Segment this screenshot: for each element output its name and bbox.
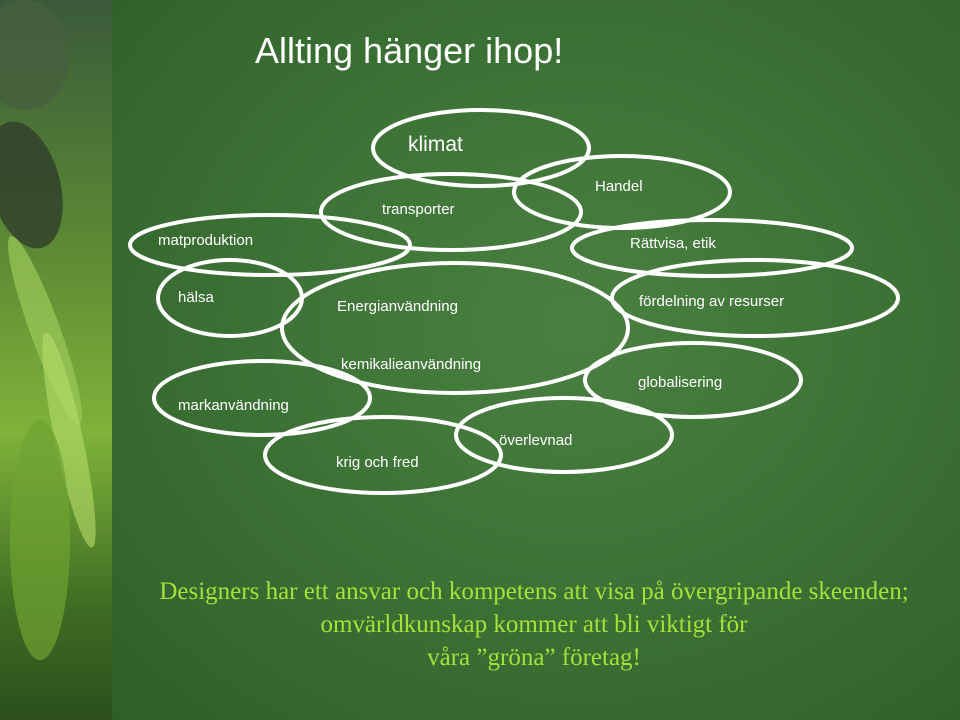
node-halsa-label: hälsa <box>178 289 214 306</box>
node-klimat-label: klimat <box>408 133 463 156</box>
ellipse-globalisering <box>583 341 803 419</box>
ellipse-matproduktion <box>128 213 412 277</box>
footer-line-1: Designers har ett ansvar och kompetens a… <box>159 578 909 605</box>
ellipse-markanvandning <box>152 359 372 437</box>
ellipse-klimat <box>371 108 591 188</box>
node-globalisering-label: globalisering <box>638 374 723 391</box>
footer-line-2: omvärldkunskap kommer att bli viktigt fö… <box>320 611 748 638</box>
ellipse-rattvisa <box>570 218 854 278</box>
ellipse-transporter <box>319 172 583 252</box>
ellipse-krig <box>263 415 503 495</box>
node-energi-label: Energianvändning <box>337 298 458 315</box>
node-overlevnad-label: överlevnad <box>499 432 573 449</box>
slide-title: Allting hänger ihop! <box>255 30 564 71</box>
node-krig-label: krig och fred <box>336 454 419 471</box>
node-matproduktion-label: matproduktion <box>158 232 254 249</box>
grass-photo <box>0 0 112 720</box>
ellipse-fordelning <box>610 258 900 338</box>
ellipse-overlevnad <box>454 396 674 474</box>
node-markanvandning-label: markanvändning <box>178 397 289 414</box>
node-transporter-label: transporter <box>382 201 455 218</box>
node-fordelning-label: fördelning av resurser <box>639 293 785 310</box>
node-kemikalie-label: kemikalieanvändning <box>341 356 482 373</box>
node-rattvisa-label: Rättvisa, etik <box>630 235 716 252</box>
ellipse-energi <box>280 261 630 395</box>
footer-text: Designers har ett ansvar och kompetens a… <box>108 575 960 674</box>
footer-line-3: våra ”gröna” företag! <box>427 644 641 671</box>
node-handel-label: Handel <box>595 178 643 195</box>
